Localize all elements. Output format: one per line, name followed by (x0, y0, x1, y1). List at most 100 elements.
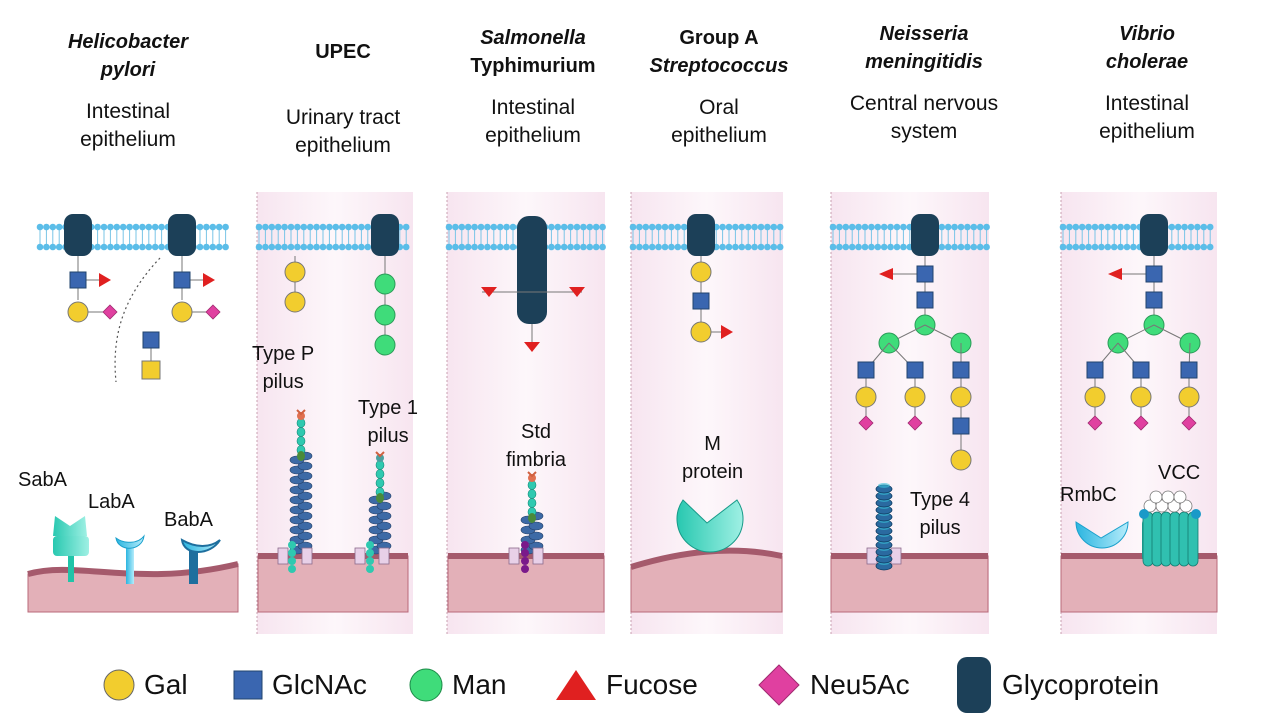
legend-item-fucose: Fucose (554, 655, 698, 715)
gal-residue (950, 386, 972, 408)
neu5ac-residue (1087, 415, 1103, 431)
label-line: Type 1 (358, 397, 419, 419)
lipid-head (661, 223, 669, 231)
glycoprotein-capsule-icon (957, 657, 991, 713)
organism-serovar: Typhimurium (470, 55, 596, 77)
lipid-head (119, 223, 127, 231)
lipid-head (113, 243, 121, 251)
lipid-head (100, 243, 108, 251)
vcc-rim (1191, 509, 1201, 519)
lipid-head (592, 223, 600, 231)
lipid-head (868, 243, 875, 251)
label-line: M (704, 433, 721, 455)
fucose-residue (203, 273, 215, 287)
lipid-head (484, 243, 491, 251)
lipid-head (458, 223, 466, 231)
glcnac-residue (916, 291, 934, 309)
lipid-head (951, 243, 958, 251)
pilin-subunit (297, 471, 313, 481)
gal-residue (690, 261, 712, 283)
neu5ac-residue (205, 304, 221, 320)
lipid-head (326, 223, 333, 231)
lipid-head (445, 223, 453, 231)
organism-abbrev: UPEC (315, 41, 371, 63)
label-line: pilus (919, 517, 961, 539)
lipid-head (1206, 243, 1214, 251)
fucose-residue (879, 268, 893, 280)
lipid-head (300, 223, 308, 231)
pilin-highlight (878, 483, 890, 488)
lipid-head (880, 243, 888, 251)
lipid-head (944, 223, 952, 231)
neu5ac-residue (907, 415, 923, 431)
pilin-subunit (297, 491, 313, 501)
glcnac-residue (1145, 265, 1163, 283)
organism-species: cholerae (1105, 51, 1189, 73)
glycan-structures (64, 214, 1201, 471)
site-line-2: epithelium (671, 124, 767, 147)
organism-species: meningitidis (865, 51, 983, 73)
tip-subunit (296, 436, 306, 446)
pilin-subunit (376, 511, 392, 521)
lipid-head (776, 243, 784, 251)
saba-body (53, 536, 89, 556)
lipid-head (893, 243, 901, 251)
tip-adhesin (528, 474, 536, 482)
vcc-lectin-domain (1149, 490, 1163, 504)
pilin-subunit (528, 531, 544, 541)
fucose-residue (569, 287, 585, 297)
lipid-head (836, 243, 843, 251)
fucose-residue (524, 342, 540, 352)
lipid-head (599, 243, 606, 251)
fucose-residue (721, 325, 733, 339)
lipid-head (332, 243, 340, 251)
tip-subunit (375, 478, 385, 488)
lipid-head (642, 243, 650, 251)
man-residue (374, 334, 396, 356)
lipid-head (668, 223, 675, 231)
label-line: fimbria (506, 449, 567, 471)
lipid-head (732, 223, 739, 231)
site-line-2: epithelium (295, 134, 391, 157)
lipid-head (113, 223, 121, 231)
man-residue (374, 304, 396, 326)
lipid-head (970, 223, 978, 231)
lipid-head (970, 243, 978, 251)
vcc-protomer (1187, 511, 1199, 567)
neu5ac-diamond-icon (758, 664, 800, 706)
lipid-head (281, 223, 288, 231)
lipid-head (49, 223, 57, 231)
lipid-head (281, 243, 288, 251)
lipid-head (1194, 223, 1201, 231)
lipid-head (1174, 243, 1182, 251)
lipid-head (586, 243, 594, 251)
lipid-head (900, 243, 907, 251)
usher-pore (532, 547, 544, 565)
saba-stalk (68, 555, 74, 582)
lipid-head (496, 243, 504, 251)
legend-label: GlcNAc (272, 669, 367, 700)
lipid-head (548, 243, 555, 251)
label-line: Std (520, 421, 552, 443)
lipid-head (94, 243, 101, 251)
lipid-head (770, 223, 778, 231)
lipid-head (751, 243, 758, 251)
lipid-head (132, 243, 140, 251)
fucose-residue (99, 273, 111, 287)
lipid-head (94, 223, 101, 231)
lipid-head (1098, 243, 1105, 251)
lipid-head (294, 223, 301, 231)
glycoprotein (911, 214, 939, 256)
lipid-head (655, 223, 662, 231)
lipid-head (1174, 223, 1182, 231)
lipid-head (887, 223, 894, 231)
neu5ac-residue (102, 304, 118, 320)
baba-head (180, 538, 221, 553)
lipid-head (554, 243, 562, 251)
gal-residue (950, 449, 972, 471)
man-circle-icon (409, 668, 443, 702)
